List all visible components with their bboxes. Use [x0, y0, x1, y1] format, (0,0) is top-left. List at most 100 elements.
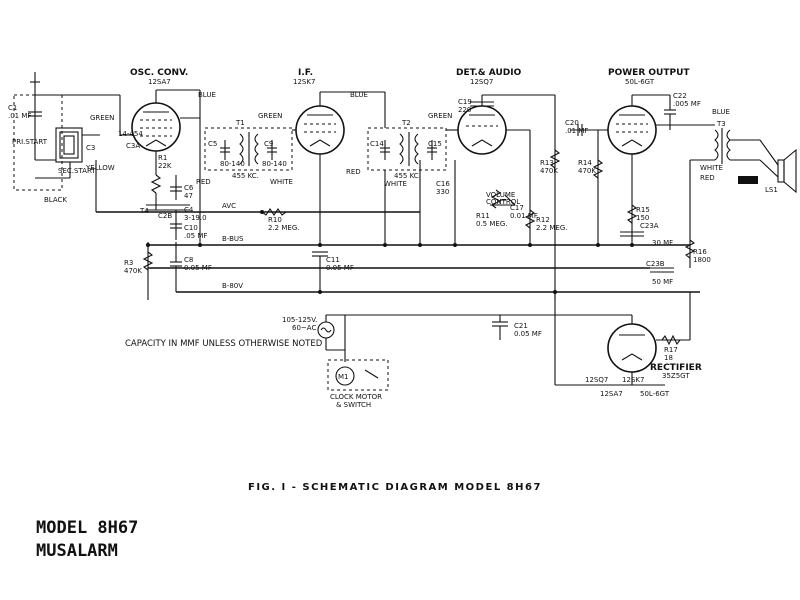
- t1-label: T1: [235, 119, 245, 127]
- c21-value: 0.05 MF: [514, 330, 542, 338]
- red-wire-1: RED: [196, 178, 211, 186]
- white-wire-2: WHITE: [384, 180, 407, 188]
- loudspeaker-icon: [738, 139, 797, 194]
- c10-value: .05 MF: [184, 232, 207, 240]
- r16-label: R16: [693, 248, 707, 256]
- c22-value: .005 MF: [673, 100, 701, 108]
- output-transformer-t3: [689, 128, 760, 230]
- r1-value: 22K: [158, 162, 172, 170]
- volume-label-2: CONTROL: [486, 198, 520, 206]
- c8-label: C8: [184, 256, 193, 264]
- m1-label: M1: [338, 373, 349, 381]
- r1-label: R1: [158, 154, 167, 162]
- osc-conv-title: OSC. CONV.: [130, 68, 188, 78]
- rectifier-tube: [607, 323, 657, 373]
- c14-label: C14: [370, 140, 384, 148]
- c19-label: C19: [458, 98, 472, 106]
- t2-freq: 455 KC.: [394, 172, 421, 180]
- c15-label: C15: [428, 140, 442, 148]
- if-title: I.F.: [298, 68, 313, 78]
- c17-value: 0.01 MF: [510, 212, 538, 220]
- t1-transformer-box: [204, 127, 293, 171]
- c23b-label: C23B: [646, 260, 665, 268]
- c20-value: .01 MF: [565, 127, 588, 135]
- green-wire-label: GREEN: [90, 114, 114, 122]
- avc-label: AVC: [222, 202, 236, 210]
- blue-wire-1: BLUE: [198, 91, 216, 99]
- loop-antenna-section: [13, 72, 120, 191]
- t2-transformer-box: [367, 127, 447, 171]
- rectifier-title: RECTIFIER: [650, 363, 702, 373]
- c4-label: C4: [184, 206, 194, 214]
- b-80v-label: B-80V: [222, 282, 243, 290]
- pri-start-label: PRI.START: [12, 138, 48, 146]
- c23a-label: C23A: [640, 222, 659, 230]
- red-wire-2: RED: [346, 168, 361, 176]
- det-audio-tube-type: 12SQ7: [470, 78, 493, 86]
- figure-caption: FIG. I - SCHEMATIC DIAGRAM MODEL 8H67: [248, 482, 542, 493]
- c19-value: 220: [458, 106, 471, 114]
- det-audio-wiring: [446, 94, 561, 300]
- c22-label: C22: [673, 92, 687, 100]
- power-tube-type: 50L-6GT: [625, 78, 655, 86]
- clock-motor-box: [327, 359, 389, 391]
- c3-label: C3: [86, 144, 95, 152]
- t4-label: T4: [139, 207, 149, 215]
- power-output-wiring: [570, 94, 715, 273]
- r11-value: 0.5 MEG.: [476, 220, 507, 228]
- t1-transformer: [220, 132, 277, 166]
- capacity-note: CAPACITY IN MMF UNLESS OTHERWISE NOTED: [125, 339, 323, 349]
- red-wire-3: RED: [700, 174, 715, 182]
- c1-label: C1: [8, 104, 17, 112]
- r10-value: 2.2 MEG.: [268, 224, 299, 232]
- green-wire-2: GREEN: [258, 112, 282, 120]
- power-output-tube: [607, 105, 657, 155]
- heater-12sk7: 12SK7: [622, 376, 644, 384]
- clock-motor-label-2: & SWITCH: [336, 401, 371, 409]
- power-tube-internals: [616, 114, 648, 147]
- ac-supply: [317, 314, 615, 362]
- t1-freq: 455 KC.: [232, 172, 259, 180]
- heater-12sq7: 12SQ7: [585, 376, 608, 384]
- c11-label: C11: [326, 256, 340, 264]
- volume-label-1: VOLUME: [486, 191, 515, 199]
- c2b-label: C2B: [158, 212, 172, 220]
- osc-conv-tube-internals: [140, 90, 172, 147]
- c6-label: C6: [184, 184, 194, 192]
- model-name: MUSALARM: [36, 541, 118, 561]
- c17-label: C17: [510, 204, 524, 212]
- white-wire-1: WHITE: [270, 178, 293, 186]
- if-tube-type: 12SK7: [293, 78, 315, 86]
- clock-motor: [335, 366, 355, 386]
- r13-label: R13: [540, 159, 554, 167]
- blue-wire-3: BLUE: [712, 108, 730, 116]
- heater-50l6gt: 50L-6GT: [640, 390, 670, 398]
- r15-label: R15: [636, 206, 650, 214]
- white-wire-3: WHITE: [700, 164, 723, 172]
- sec-start-label: SEC.START: [58, 167, 96, 175]
- c4-value: 3-19.0: [184, 214, 207, 222]
- yellow-wire-label: YELLOW: [85, 164, 115, 172]
- r15-value: 150: [636, 214, 649, 222]
- c5-value: 80-140: [220, 160, 245, 168]
- t3-label: T3: [716, 120, 726, 128]
- rectifier-tube-type: 35Z5GT: [662, 372, 690, 380]
- c21-label: C21: [514, 322, 528, 330]
- clock-switch: [364, 369, 379, 379]
- r3-value: 470K: [124, 267, 142, 275]
- r17-label: R17: [664, 346, 678, 354]
- supply-voltage: 105-125V.: [282, 316, 317, 324]
- c16-value: 330: [436, 188, 449, 196]
- c3a-value: 14-454: [118, 130, 143, 138]
- b-bus-label: B-BUS: [222, 235, 244, 243]
- if-wiring: [292, 91, 386, 292]
- rectifier-tube-internals: [554, 292, 691, 386]
- clock-motor-label-1: CLOCK MOTOR: [330, 393, 382, 401]
- r12-value: 2.2 MEG.: [536, 224, 567, 232]
- model-number: MODEL 8H67: [36, 518, 138, 538]
- power-output-title: POWER OUTPUT: [608, 68, 690, 78]
- c10-label: C10: [184, 224, 198, 232]
- r3-label: R3: [124, 259, 133, 267]
- osc-conv-tube-type: 12SA7: [148, 78, 171, 86]
